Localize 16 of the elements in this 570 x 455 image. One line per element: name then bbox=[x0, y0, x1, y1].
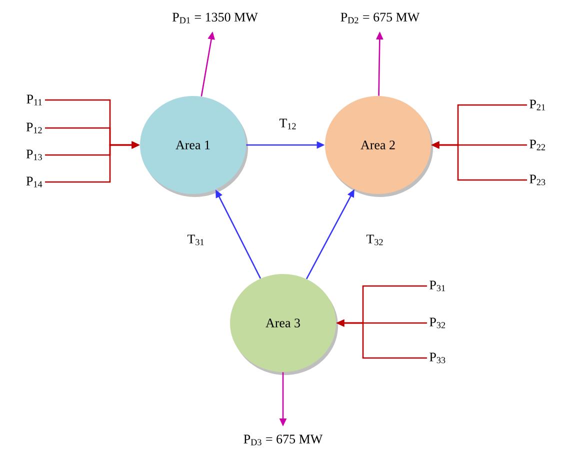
input-label: P$_{33}$ bbox=[430, 352, 446, 364]
input-label: P$_{11}$ bbox=[26, 94, 42, 106]
input-label: P$_{14}$ bbox=[26, 176, 42, 188]
input-label: P$_{12}$ bbox=[26, 122, 42, 134]
edge-label: T$_{31}$ bbox=[187, 234, 204, 246]
input-label: P$_{32}$ bbox=[430, 318, 446, 328]
demand-label: P$_{D2}$ = 675 MW bbox=[340, 12, 420, 24]
demand-label: P$_{D3}$ = 675 MW bbox=[244, 434, 323, 446]
edge-label: T$_{32}$ bbox=[366, 234, 383, 246]
input-label: P$_{13}$ bbox=[26, 150, 42, 160]
edge-label: T$_{12}$ bbox=[279, 118, 296, 130]
input-label: P$_{21}$ bbox=[530, 100, 545, 110]
demand-label: P$_{D1}$ = 1350 MW bbox=[172, 12, 258, 24]
input-label: P$_{31}$ bbox=[430, 280, 445, 292]
input-label: P$_{22}$ bbox=[530, 140, 546, 150]
input-label: P$_{23}$ bbox=[530, 174, 546, 186]
